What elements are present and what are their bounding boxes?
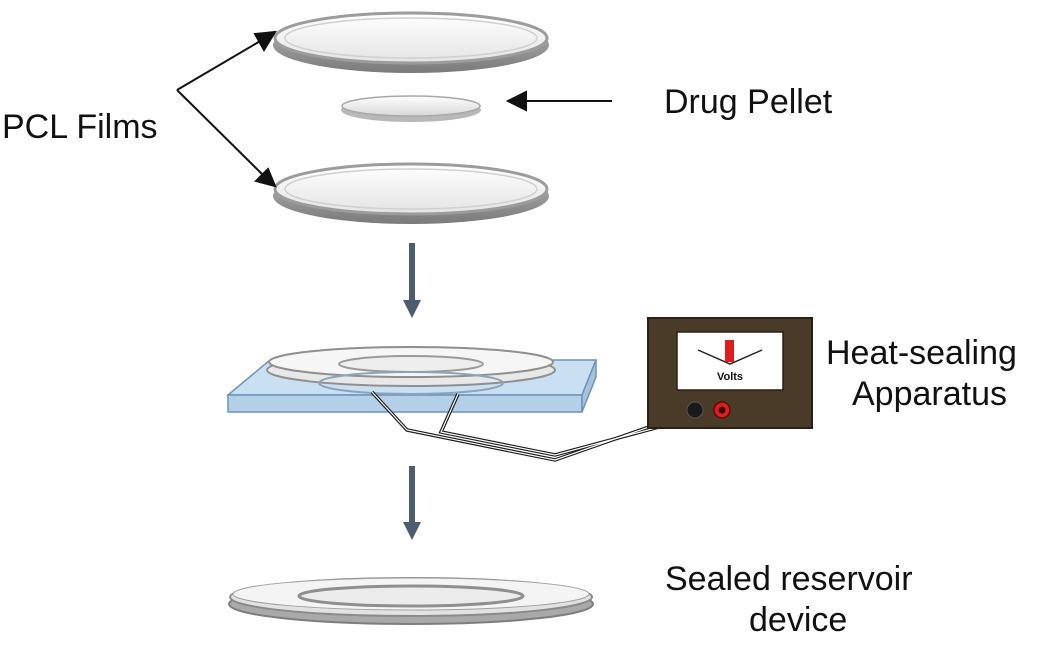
flow-arrow-2 <box>403 466 421 540</box>
sealed-device-label-line1: Sealed reservoir <box>665 560 913 598</box>
drug-pellet-arrow <box>505 90 612 112</box>
heat-sealing-apparatus: Volts <box>647 317 813 429</box>
meter-needle <box>725 340 734 362</box>
flow-arrow-1 <box>403 243 421 318</box>
meter-unit-label: Volts <box>717 371 743 383</box>
wire-inner <box>371 391 723 461</box>
pcl-films-label: PCL Films <box>2 108 158 146</box>
sealed-device-label-line2: device <box>749 601 848 639</box>
pcl-pointer-arrows <box>176 30 277 188</box>
stacked-films-on-plate <box>266 346 556 395</box>
drug-pellet <box>341 95 481 122</box>
terminal-black <box>686 401 704 419</box>
heat-sealing-label-line1: Heat-sealing <box>826 334 1017 372</box>
meter-scale <box>697 349 763 365</box>
pcl-film-top <box>273 11 549 73</box>
sealed-reservoir-device <box>228 577 594 625</box>
pcl-film-bottom <box>273 162 549 224</box>
heat-sealing-label-line2: Apparatus <box>852 375 1007 413</box>
drug-pellet-label: Drug Pellet <box>664 83 833 121</box>
